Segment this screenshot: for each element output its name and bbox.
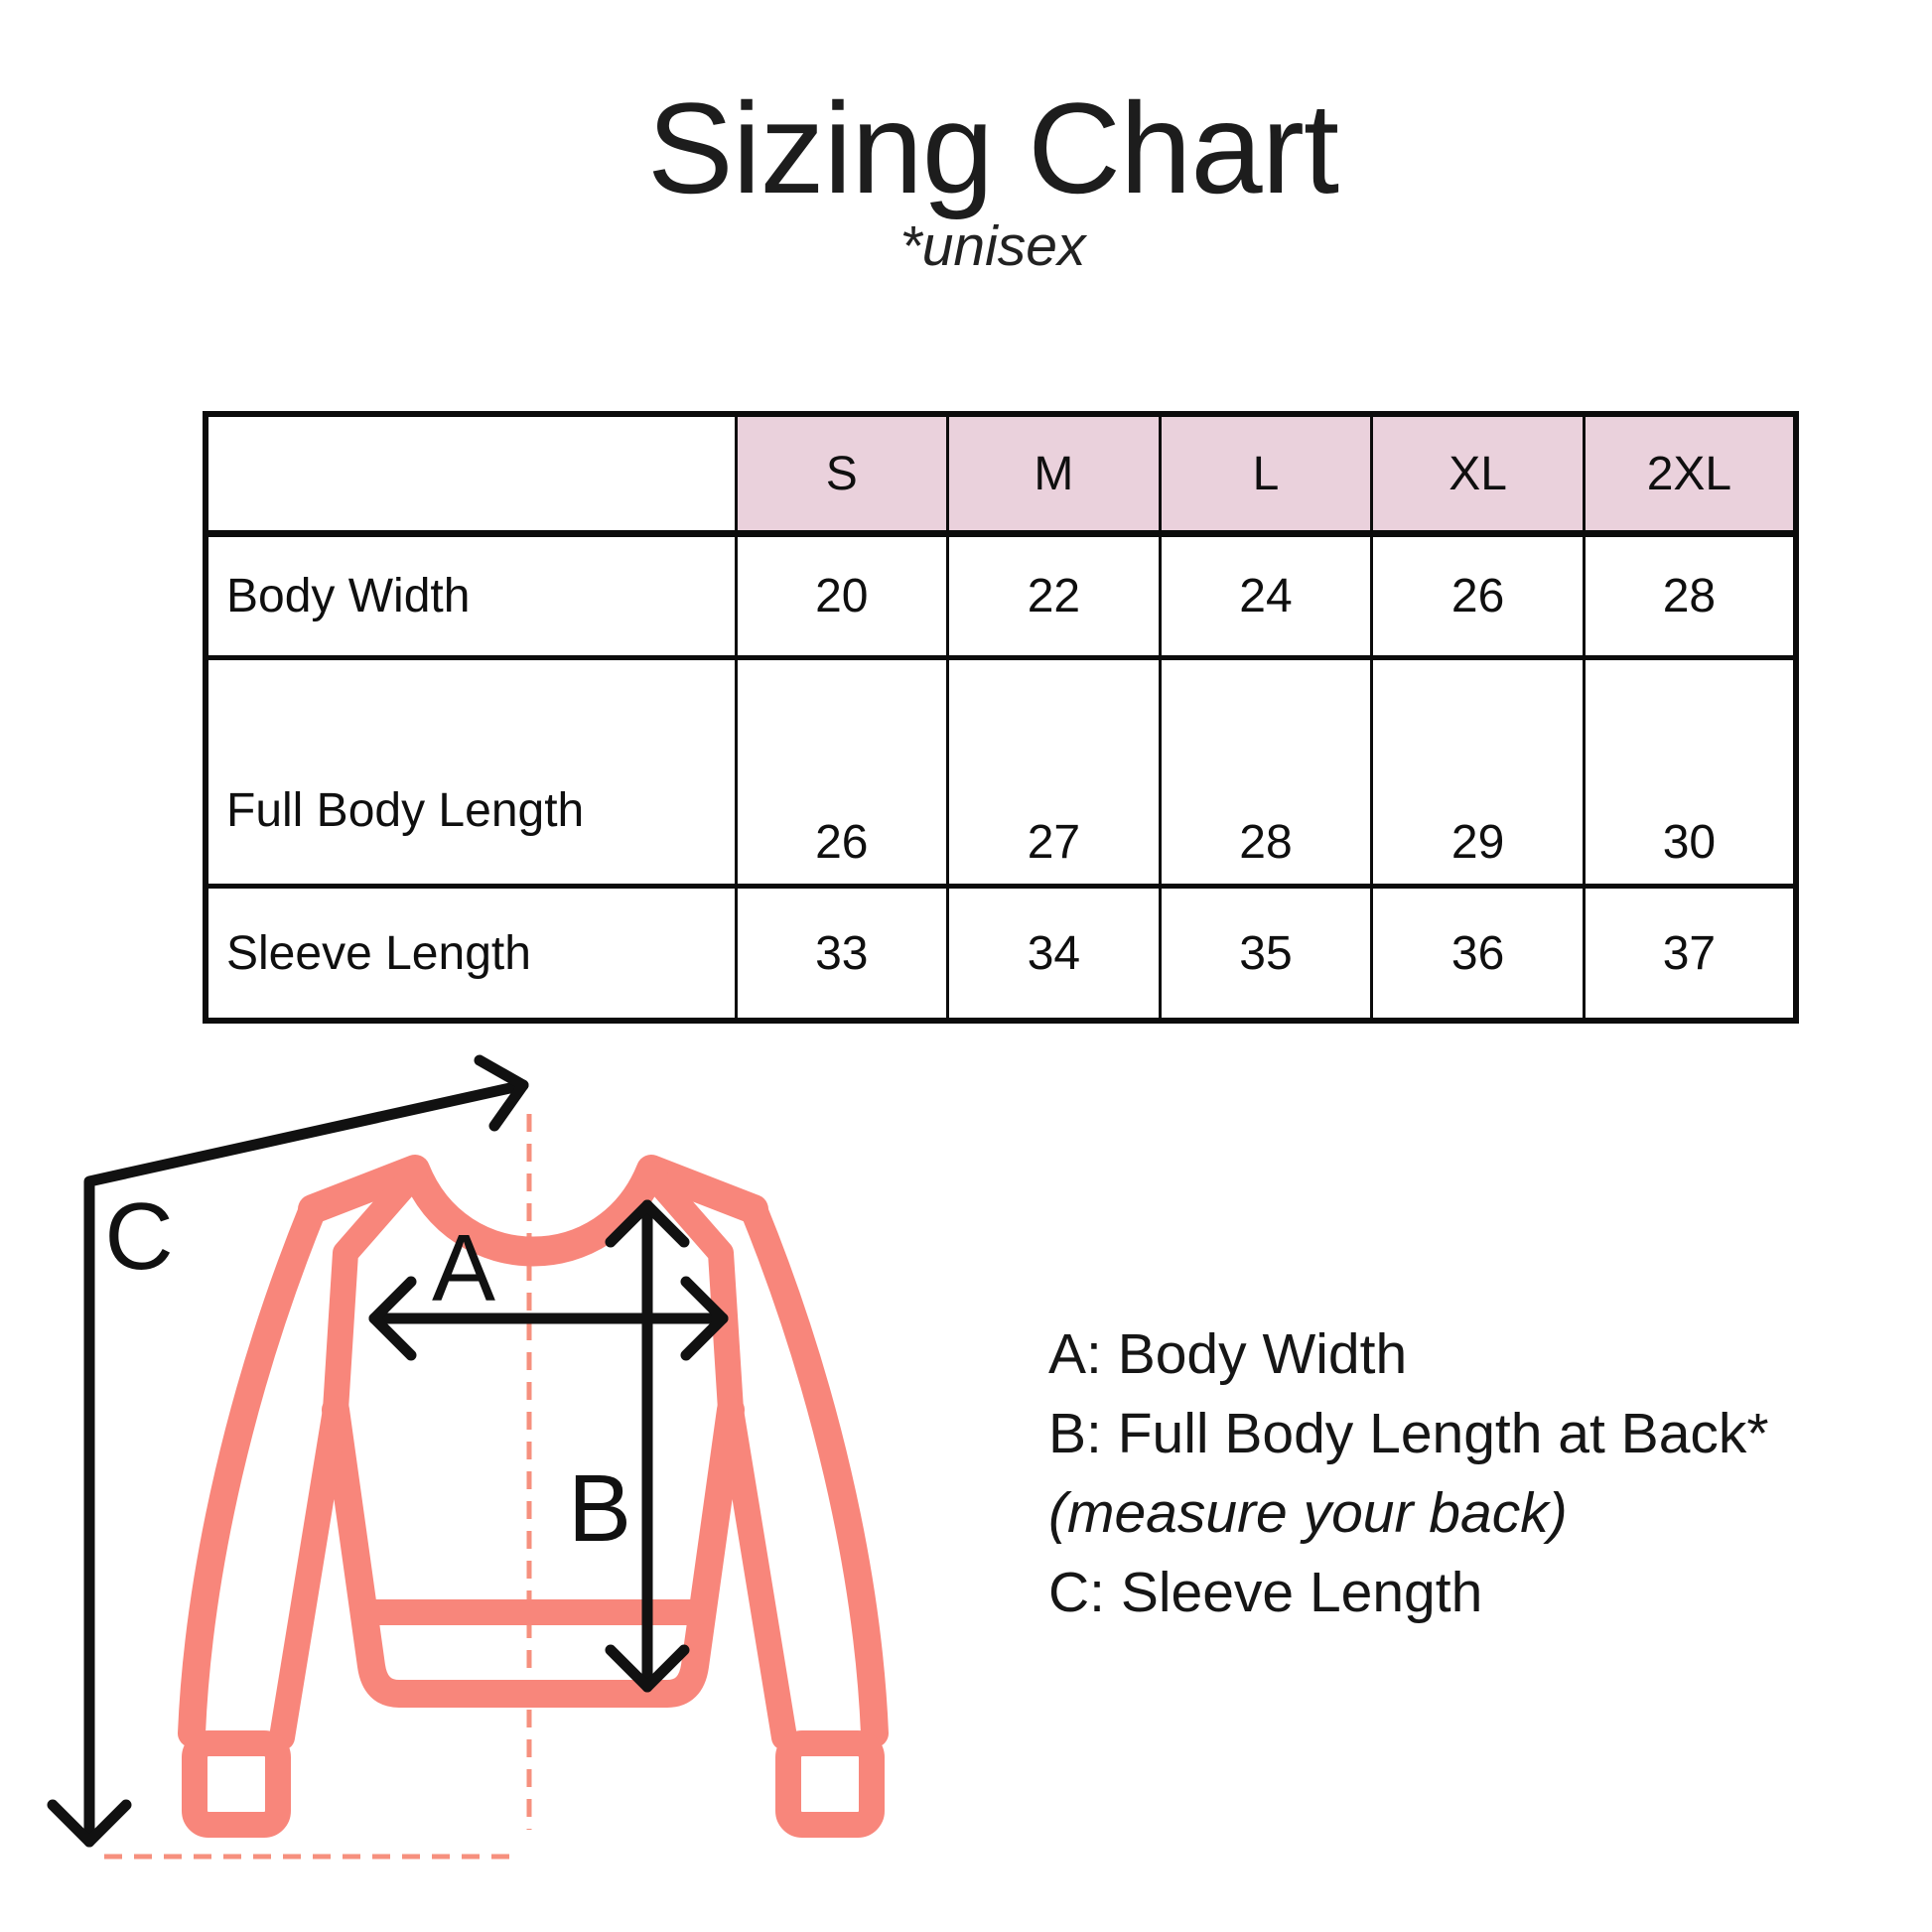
row-label: Full Body Length (226, 784, 585, 838)
left-raglan-seam (323, 1161, 428, 1423)
neckline-shoulders-path (298, 1155, 768, 1267)
corner-cell (204, 412, 738, 537)
arrow-c-head-bottom (47, 1799, 132, 1848)
value-cell: 28 (1582, 531, 1798, 659)
row-label-cell: Sleeve Length (204, 884, 738, 1023)
row-label-cell: Body Width (204, 531, 738, 659)
measurement-arrows (47, 1054, 729, 1848)
sweatshirt-outline (178, 1155, 889, 1838)
size-header-4: 2XL (1582, 412, 1798, 537)
row-label-cell: Full Body Length (204, 655, 738, 888)
arrow-a-head-right (680, 1276, 729, 1361)
value-cell: 24 (1158, 531, 1374, 659)
arrow-c-line (83, 1079, 529, 1848)
page-title: Sizing Chart (646, 75, 1339, 220)
label-a: A (432, 1215, 495, 1321)
measurement-legend: A: Body Width B: Full Body Length at Bac… (1048, 1314, 1902, 1632)
value-cell: 26 (734, 655, 950, 888)
value-cell: 28 (1158, 655, 1374, 888)
value-cell: 22 (946, 531, 1162, 659)
left-sleeve-inner (269, 1397, 348, 1750)
arrow-b-head-bottom (605, 1644, 690, 1693)
measurement-diagram: A B C (47, 1054, 889, 1860)
value-cell: 36 (1370, 884, 1586, 1023)
label-b: B (568, 1455, 631, 1562)
size-header-0: S (734, 412, 950, 537)
arrow-b-head-top (605, 1199, 690, 1248)
size-header-3: XL (1370, 412, 1586, 537)
value-cell: 20 (734, 531, 950, 659)
row-label: Sleeve Length (226, 926, 531, 980)
legend-line-note: (measure your back) (1048, 1481, 1568, 1545)
left-cuff (182, 1730, 291, 1838)
legend-line-c: C: Sleeve Length (1048, 1561, 1483, 1624)
right-sleeve-outer (740, 1195, 889, 1747)
diagram-labels: A B C (104, 1183, 631, 1562)
value-cell: 26 (1370, 531, 1586, 659)
right-cuff (775, 1730, 885, 1838)
value-cell: 30 (1582, 655, 1798, 888)
right-sleeve-inner (718, 1397, 797, 1750)
value-cell: 37 (1582, 884, 1798, 1023)
legend-line-b: B: Full Body Length at Back* (1048, 1402, 1769, 1465)
value-cell: 34 (946, 884, 1162, 1023)
value-cell: 27 (946, 655, 1162, 888)
left-sleeve-outer (178, 1195, 327, 1747)
value-cell: 35 (1158, 884, 1374, 1023)
arrow-a-head-left (368, 1276, 417, 1361)
label-c: C (104, 1183, 173, 1290)
right-raglan-seam (638, 1161, 744, 1423)
arrow-c-head-top (474, 1054, 529, 1132)
page-subtitle: *unisex (899, 214, 1086, 278)
value-cell: 29 (1370, 655, 1586, 888)
size-header-2: L (1158, 412, 1374, 537)
size-header-1: M (946, 412, 1162, 537)
row-label: Body Width (226, 570, 471, 622)
legend-line-a: A: Body Width (1048, 1322, 1408, 1386)
value-cell: 33 (734, 884, 950, 1023)
body-outline (322, 1396, 745, 1708)
